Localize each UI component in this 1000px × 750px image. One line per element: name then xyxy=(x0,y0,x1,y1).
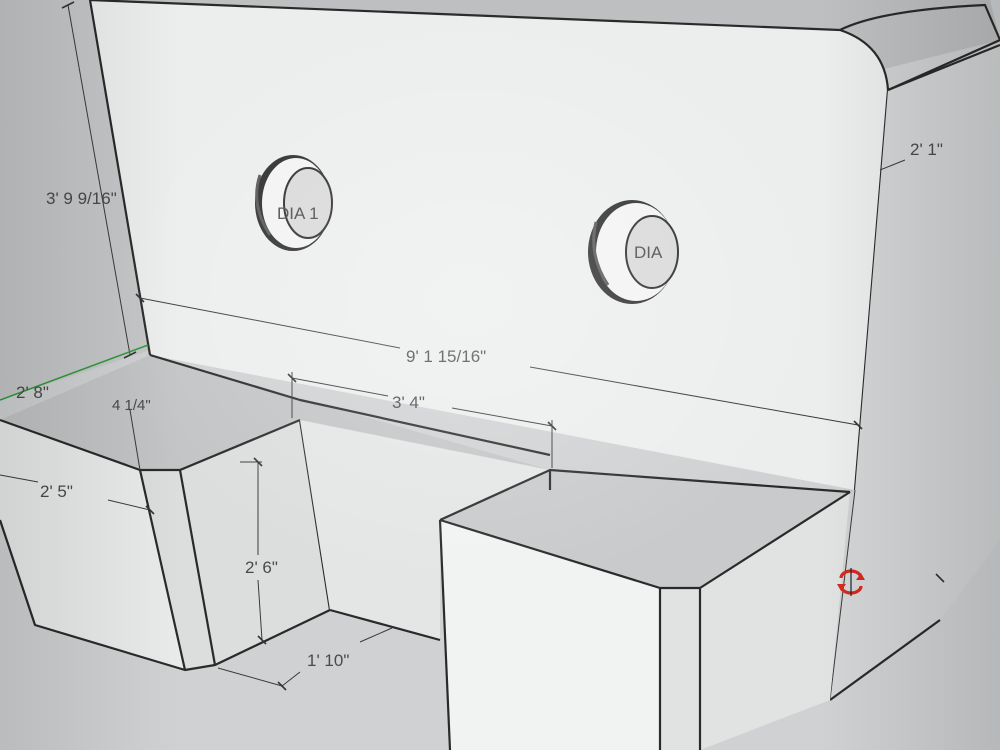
dimension-bench-front[interactable]: 4 1/4" xyxy=(112,397,151,471)
dimension-seat-height[interactable]: 2' 6" xyxy=(240,457,278,645)
right-side-panel[interactable] xyxy=(830,45,1000,700)
left-wall-face xyxy=(0,0,150,400)
dimension-back-height[interactable]: 3' 9 9/16" xyxy=(46,1,137,359)
hole-left[interactable]: DIA 1 xyxy=(255,155,333,251)
dimension-toe-depth[interactable]: 1' 10" xyxy=(217,627,393,691)
dimension-right-height-tick xyxy=(935,573,945,583)
left-bench-side[interactable] xyxy=(140,420,330,670)
right-bench-top-surface xyxy=(440,470,850,588)
dim-back-height-label: 3' 9 9/16" xyxy=(46,189,117,208)
dim-center-gap-label: 3' 4" xyxy=(392,393,425,412)
right-bench-front[interactable] xyxy=(440,520,660,750)
dim-side-depth-label: 2' 1" xyxy=(910,140,943,159)
dim-left-width-label: 2' 8" xyxy=(16,383,49,402)
dim-overall-width-label: 9' 1 15/16" xyxy=(406,347,486,366)
dim-bench-front-label: 4 1/4" xyxy=(112,397,151,414)
left-bench-front[interactable] xyxy=(0,420,185,670)
dimension-side-depth[interactable]: 2' 1" xyxy=(879,140,943,171)
dim-toe-depth-label: 1' 10" xyxy=(307,651,349,670)
dimension-center-gap[interactable]: 3' 4" xyxy=(287,372,557,468)
dimension-overall-width[interactable]: 9' 1 15/16" xyxy=(135,293,863,430)
hole-left-label: DIA 1 xyxy=(277,204,319,223)
dimension-left-width[interactable]: 2' 8" xyxy=(0,344,149,402)
dim-left-depth-label: 2' 5" xyxy=(40,482,73,501)
orbit-cursor-icon[interactable] xyxy=(837,568,865,596)
center-recess xyxy=(300,420,550,640)
back-panel-face[interactable] xyxy=(90,0,888,490)
dimension-left-depth[interactable]: 2' 5" xyxy=(0,474,155,515)
right-bench-side[interactable] xyxy=(660,492,850,750)
hole-right[interactable]: DIA xyxy=(588,200,679,304)
hole-right-label: DIA xyxy=(634,243,663,262)
dim-seat-height-label: 2' 6" xyxy=(245,558,278,577)
